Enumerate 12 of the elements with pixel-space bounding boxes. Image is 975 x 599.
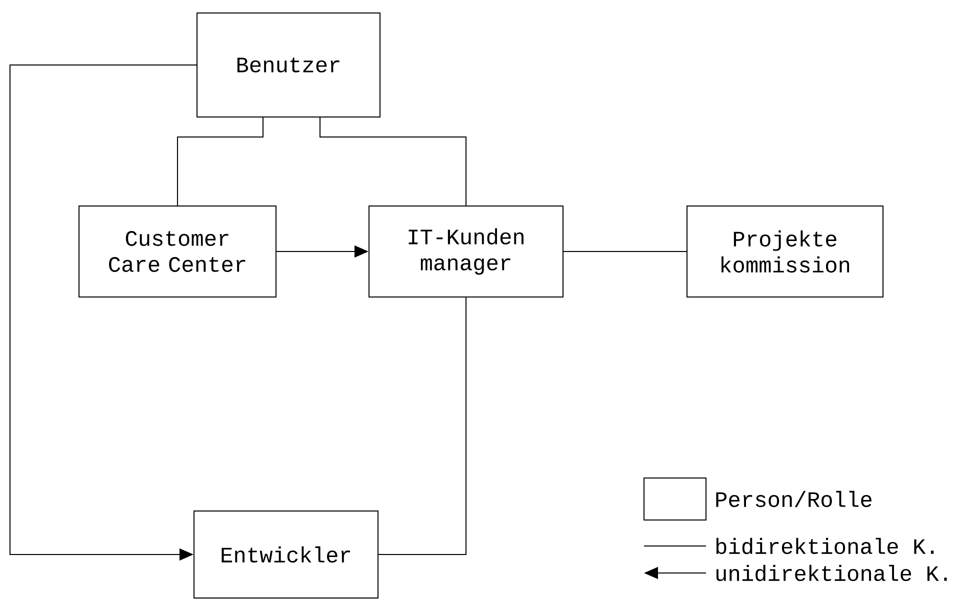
legend-text: unidirektionale K. (716, 564, 947, 582)
legend-text: Person/Rolle (716, 490, 872, 508)
connector (177, 117, 264, 206)
connector (320, 117, 466, 206)
role-box: Benutzer (196, 12, 380, 118)
role-box: Entwickler (194, 510, 378, 598)
role-box: Customer Care Center (78, 206, 276, 298)
role-box: IT-Kunden manager (368, 206, 564, 298)
connector (563, 251, 687, 252)
connector (378, 297, 466, 555)
role-box: Projekte kommission (686, 206, 884, 298)
legend-text: bidirektionale K. (716, 538, 934, 554)
